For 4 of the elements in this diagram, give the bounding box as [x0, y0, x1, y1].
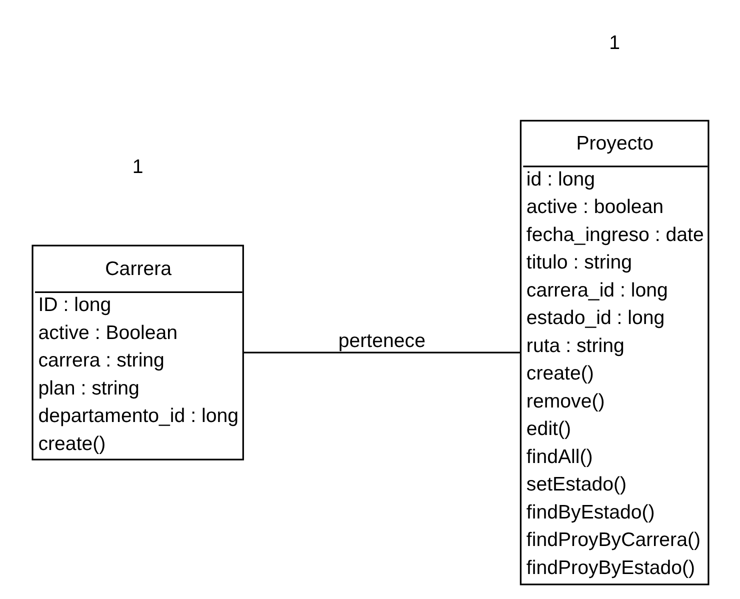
label: 1	[132, 156, 143, 178]
label: 1	[608, 32, 620, 54]
connector	[242, 352, 520, 354]
edge-label: pertenece	[338, 330, 425, 352]
